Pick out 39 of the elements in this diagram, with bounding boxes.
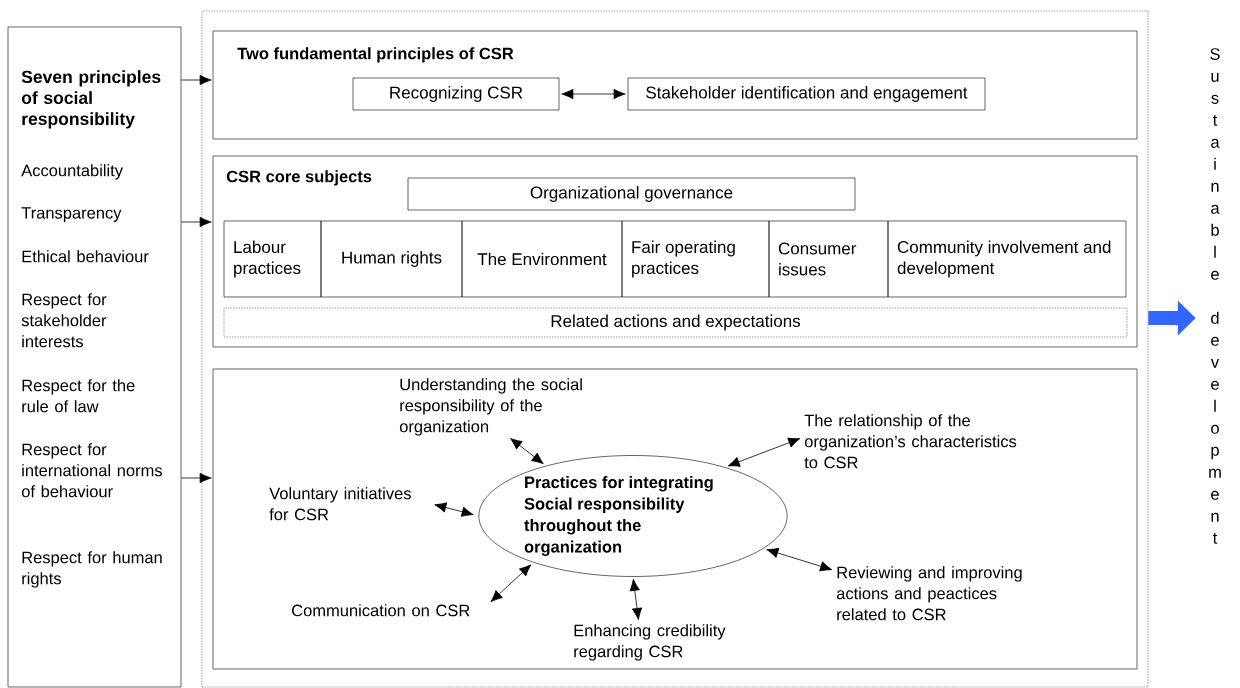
double-arrow bbox=[766, 547, 833, 572]
subject-box: Community involvement and development bbox=[887, 220, 1127, 298]
subject-box: Fair operating practices bbox=[621, 220, 770, 298]
subject-box: Labour practices bbox=[223, 220, 322, 298]
principle-text: Ethical behaviour bbox=[22, 250, 149, 263]
double-arrow bbox=[490, 564, 532, 603]
heading: Seven principles of social responsibility bbox=[21, 70, 161, 129]
subject-box: The Environment bbox=[461, 220, 623, 298]
practice-text: Enhancing credibility regarding CSR bbox=[574, 624, 726, 661]
box-title: CSR core subjects bbox=[226, 170, 372, 186]
subject-box: Human rights bbox=[320, 220, 463, 298]
double-arrow bbox=[727, 437, 801, 467]
principle-text: Respect for stakeholder interests bbox=[21, 293, 107, 348]
practice-text: Reviewing and improving actions and peactices related to CSR bbox=[836, 566, 1022, 621]
arrow bbox=[180, 472, 212, 484]
subject-box: Recognizing CSR bbox=[352, 77, 560, 111]
double-arrow bbox=[434, 502, 474, 517]
double-arrow bbox=[629, 578, 643, 620]
principle-text: Respect for international norms of behaviour bbox=[21, 443, 162, 498]
double-arrow bbox=[510, 438, 544, 465]
practice-text: Understanding the social responsibility of the organization bbox=[399, 378, 582, 436]
principle-text: Transparency bbox=[21, 207, 122, 222]
practice-text: Communication on CSR bbox=[292, 604, 470, 617]
subject-box: Organizational governance bbox=[407, 177, 856, 211]
subject-box: Consumer issues bbox=[768, 220, 889, 298]
practice-text: Voluntary initiatives for CSR bbox=[269, 487, 411, 521]
subject-box: Stakeholder identification and engagement bbox=[627, 77, 986, 111]
dotted-box: Related actions and expectations bbox=[223, 307, 1128, 338]
double-arrow bbox=[561, 88, 626, 100]
practice-text: The relationship of the organization’s characteristics to CSR bbox=[804, 414, 1017, 469]
arrow bbox=[180, 216, 212, 228]
principle-text: Respect for human rights bbox=[22, 551, 162, 588]
arrow bbox=[180, 74, 212, 86]
vertical-text: Sustainable development bbox=[1209, 48, 1221, 544]
principle-text: Respect for the rule of law bbox=[22, 379, 135, 413]
dotted-frame bbox=[201, 10, 1149, 688]
principle-text: Accountability bbox=[21, 164, 123, 180]
box-title: Two fundamental principles of CSR bbox=[237, 47, 514, 63]
group-box bbox=[212, 368, 1138, 670]
